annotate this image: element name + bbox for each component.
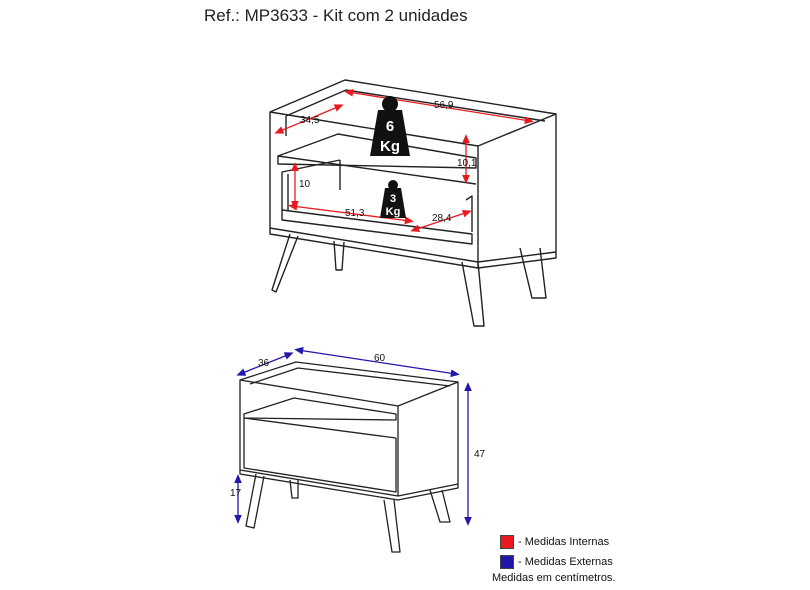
label-drawer-depth: 28,4 — [432, 213, 452, 224]
internal-dimension-lines — [274, 88, 534, 233]
weight-top-value: 6 — [386, 118, 394, 135]
label-drawer-height: 10 — [299, 179, 311, 190]
external-dimension-labels: 60 36 47 17 — [230, 353, 486, 499]
external-dimension-lines — [234, 346, 472, 526]
weight-icon-drawer: 3 Kg — [380, 180, 406, 218]
label-leg-height: 17 — [230, 488, 242, 499]
units-note: Medidas em centímetros. — [492, 572, 616, 584]
dim-drawer-width — [288, 202, 414, 225]
weight-top-unit: Kg — [380, 138, 400, 155]
legend-external-label: - Medidas Externas — [518, 556, 613, 568]
label-top-width: 56,9 — [434, 100, 454, 111]
label-width: 60 — [374, 353, 386, 364]
label-niche-height: 10,1 — [457, 158, 477, 169]
weight-drawer-unit: Kg — [386, 206, 401, 218]
weight-drawer-value: 3 — [390, 193, 396, 205]
label-height: 47 — [474, 449, 486, 460]
legend-internal-label: - Medidas Internas — [518, 536, 610, 548]
internal-dimension-labels: 56,9 34,5 10,1 10 51,3 28,4 — [299, 100, 477, 224]
weight-icon-top: 6 Kg — [370, 96, 410, 156]
dim-top-width — [344, 88, 534, 125]
external-swatch — [500, 555, 514, 569]
label-top-depth: 34,5 — [300, 115, 320, 126]
bottom-furniture-drawing — [239, 361, 459, 553]
legend-external: - Medidas Externas — [500, 552, 613, 572]
dim-drawer-depth — [410, 209, 472, 233]
label-depth: 36 — [258, 358, 270, 369]
dim-top-depth — [274, 104, 344, 134]
dim-width — [294, 346, 460, 378]
legend-internal: - Medidas Internas — [500, 532, 613, 552]
label-drawer-width: 51,3 — [345, 208, 365, 219]
page-title: Ref.: MP3633 - Kit com 2 unidades — [204, 6, 468, 25]
dim-depth — [236, 352, 294, 376]
legend: - Medidas Internas - Medidas Externas Me… — [492, 532, 616, 584]
internal-swatch — [500, 535, 514, 549]
